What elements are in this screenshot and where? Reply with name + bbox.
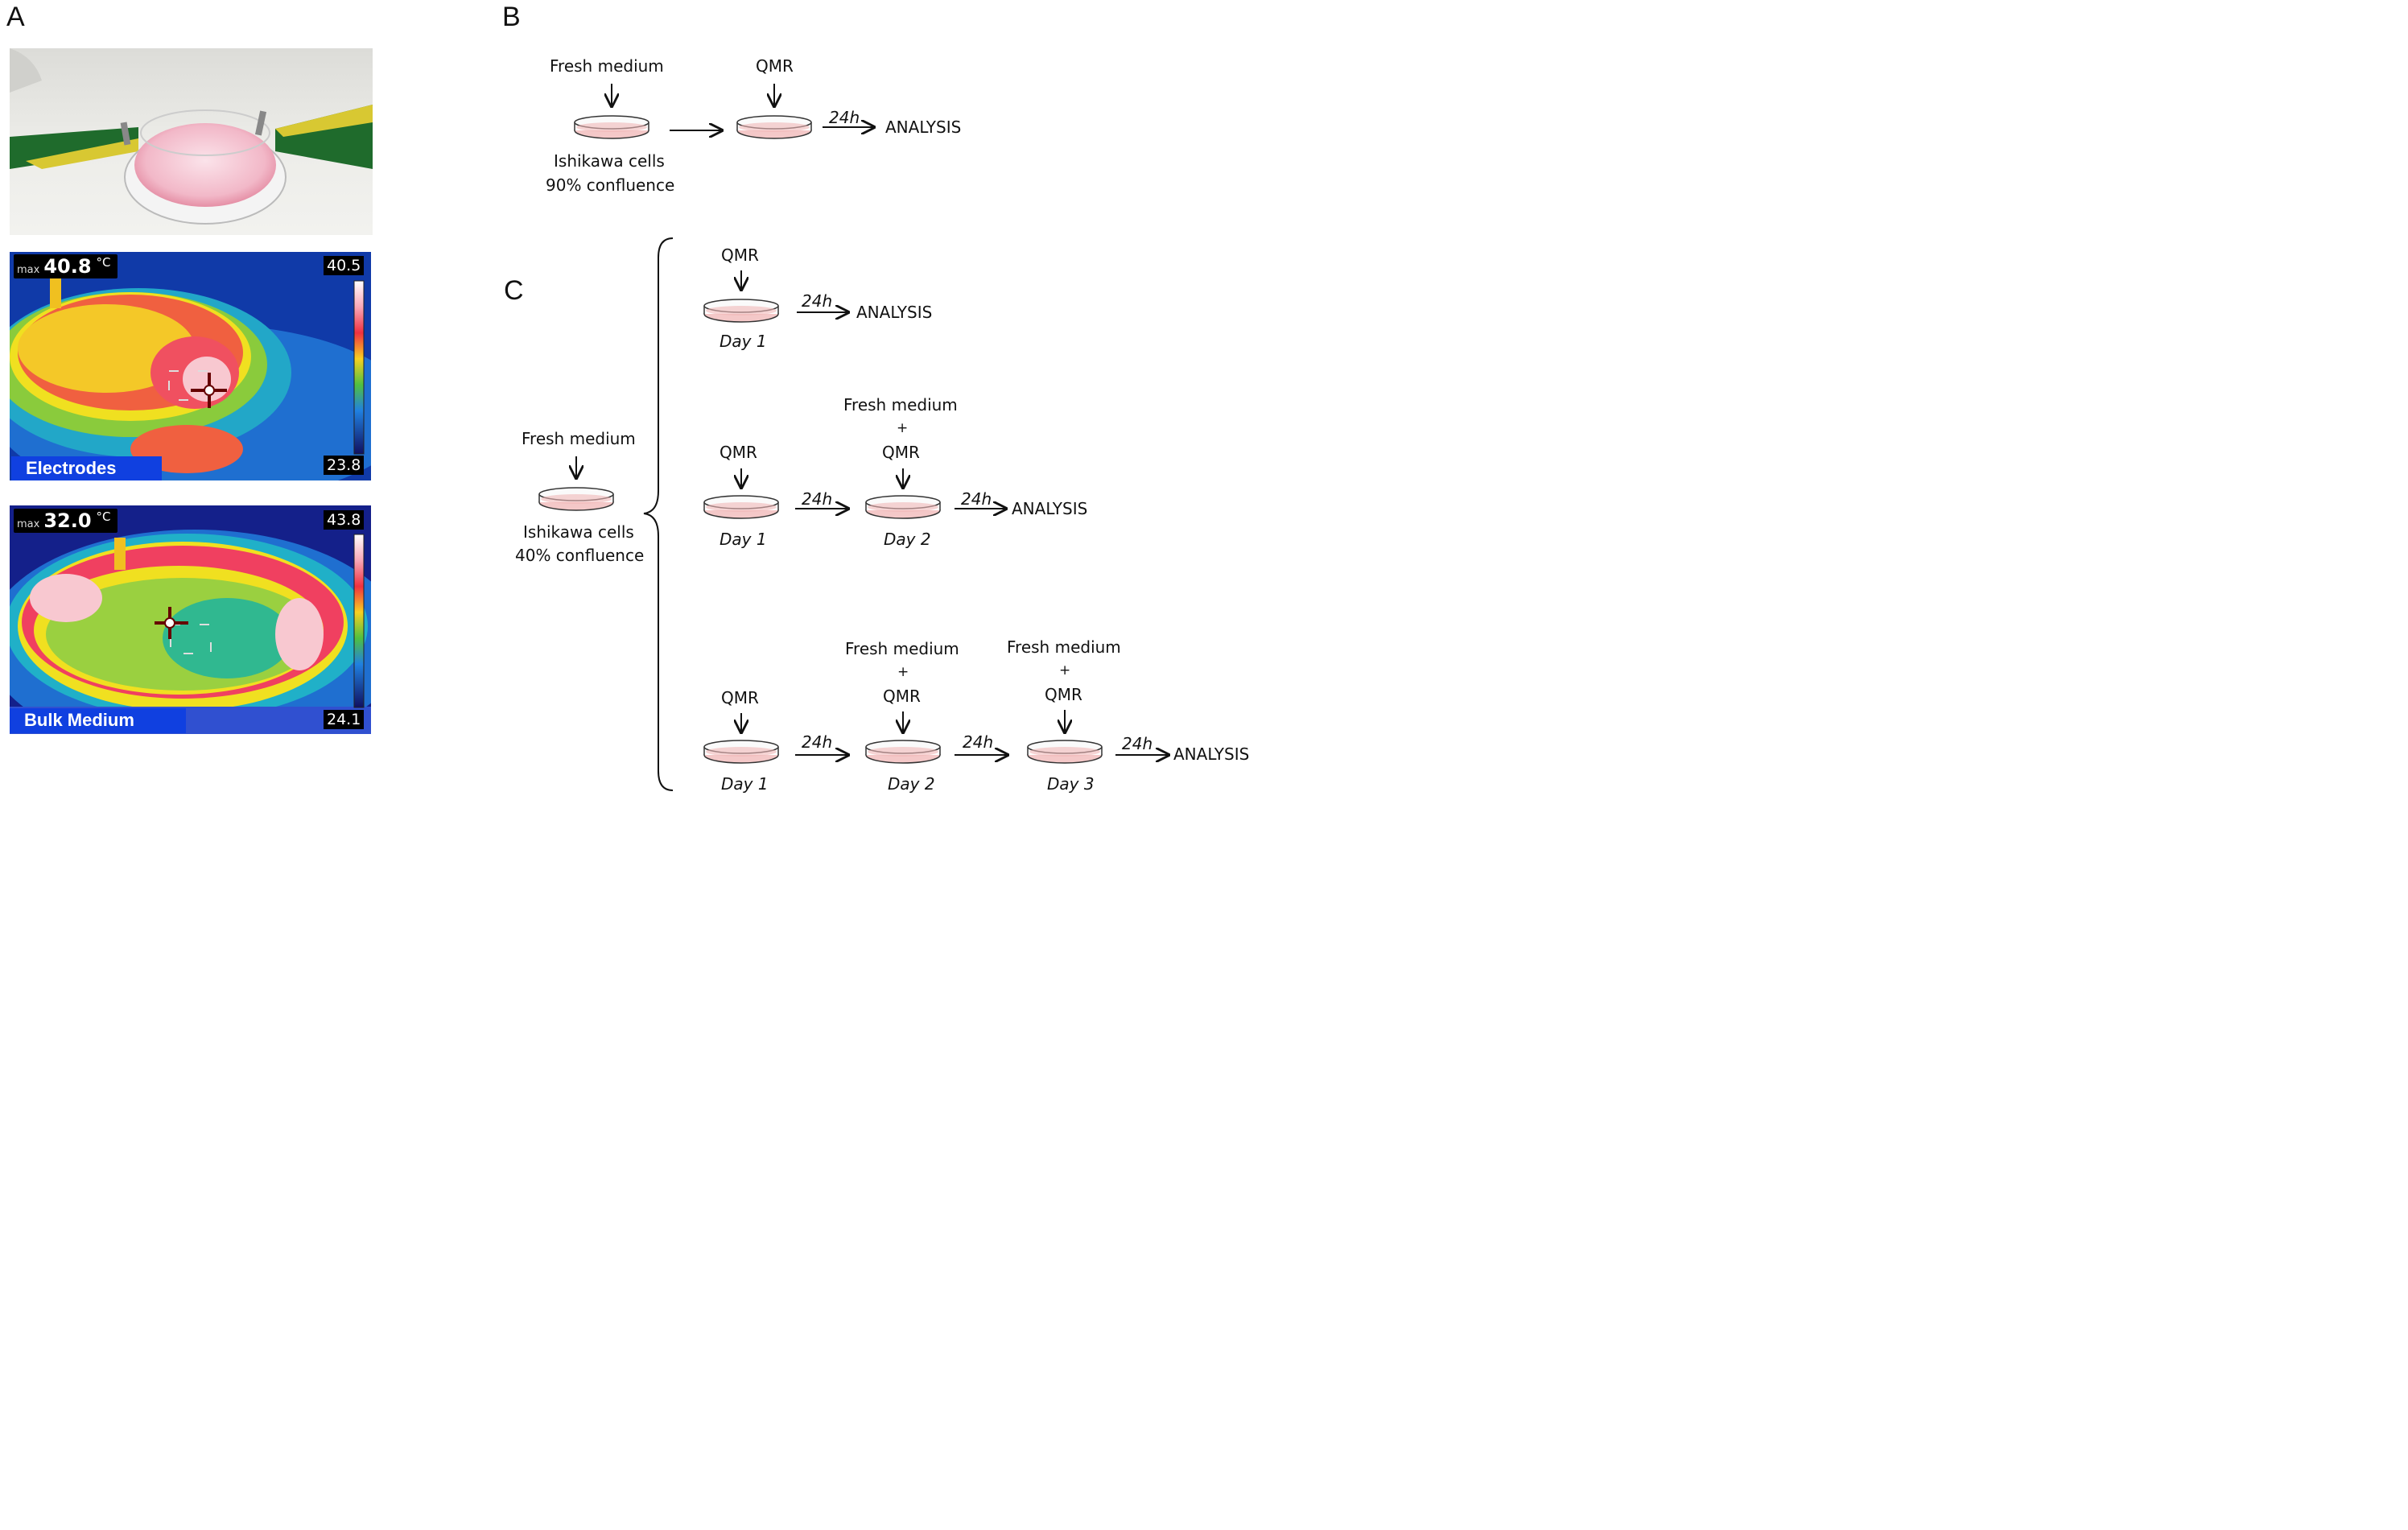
scale-high-value: 43.8 <box>324 510 365 530</box>
culture-dish <box>736 115 812 139</box>
b-cells-label: Ishikawa cells <box>554 151 665 171</box>
culture-dish <box>1027 740 1103 764</box>
scale-low-value: 24.1 <box>324 710 365 729</box>
c-row3-day3-label: Day 3 <box>1047 774 1095 794</box>
temperature-unit: °C <box>96 255 111 270</box>
culture-dish <box>865 495 941 519</box>
c-row2-qmr-day2-label: QMR <box>882 443 920 462</box>
c-row1-analysis-label: ANALYSIS <box>856 303 933 322</box>
b-analysis-label: ANALYSIS <box>885 118 962 137</box>
max-prefix: max <box>17 518 40 530</box>
c-row3-day1-label: Day 1 <box>721 774 769 794</box>
panel-label-b: B <box>502 2 521 32</box>
thermal-image-electrodes <box>10 252 371 480</box>
c-row3-fresh-medium-label: Fresh medium <box>1007 637 1121 657</box>
c-confluence-label: 40% confluence <box>515 546 645 565</box>
b-fresh-medium-label: Fresh medium <box>550 56 664 76</box>
c-row3-plus-label: + <box>1059 662 1071 678</box>
scale-high-value: 40.5 <box>324 256 365 275</box>
panel-label-a: A <box>6 2 25 32</box>
dish-photo-graphic <box>10 48 373 235</box>
culture-dish <box>703 495 779 519</box>
c-row3-24h-label: 24h <box>963 732 994 752</box>
c-row2-24h-label: 24h <box>802 489 833 509</box>
thermal-bulk-graphic <box>10 505 371 734</box>
b-confluence-label: 90% confluence <box>546 175 675 195</box>
c-row2-day1-label: Day 1 <box>720 530 767 549</box>
c-row2-analysis-label: ANALYSIS <box>1012 499 1088 518</box>
c-row2-day2-label: Day 2 <box>884 530 931 549</box>
grouping-brace <box>643 237 674 791</box>
thermal-image-bulk-medium <box>10 505 371 734</box>
c-row1-day1-label: Day 1 <box>720 332 767 351</box>
c-row1-qmr-label: QMR <box>721 245 759 265</box>
c-row3-day2-label: Day 2 <box>888 774 935 794</box>
c-fresh-medium-label: Fresh medium <box>522 429 636 448</box>
dish-photo <box>10 48 373 235</box>
max-value: 32.0 <box>43 509 92 532</box>
c-row3-qmr-day1-label: QMR <box>721 688 759 707</box>
c-row3-qmr-day2-label: QMR <box>883 687 921 706</box>
b-24h-label: 24h <box>829 108 860 127</box>
c-row2-24h-label: 24h <box>961 489 992 509</box>
culture-dish <box>538 487 614 511</box>
culture-dish <box>865 740 941 764</box>
max-value: 40.8 <box>43 255 92 278</box>
c-row3-analysis-label: ANALYSIS <box>1173 744 1250 764</box>
c-row3-24h-label: 24h <box>802 732 833 752</box>
scale-low-value: 23.8 <box>324 456 365 475</box>
c-row3-plus-label: + <box>897 664 909 680</box>
panel-label-c: C <box>504 275 524 306</box>
temperature-unit: °C <box>96 509 111 524</box>
thermal-electrodes-graphic <box>10 252 371 480</box>
b-qmr-label: QMR <box>756 56 794 76</box>
culture-dish <box>703 299 779 323</box>
culture-dish <box>703 740 779 764</box>
c-cells-label: Ishikawa cells <box>523 522 634 542</box>
c-row2-qmr-day1-label: QMR <box>720 443 757 462</box>
culture-dish <box>574 115 649 139</box>
c-row1-24h-label: 24h <box>802 291 833 311</box>
max-prefix: max <box>17 264 40 276</box>
c-row3-24h-label: 24h <box>1122 734 1153 753</box>
thermal-top-caption: Electrodes <box>11 456 162 480</box>
c-row2-fresh-medium-label: Fresh medium <box>843 395 958 414</box>
c-row2-plus-label: + <box>897 420 909 436</box>
c-row3-fresh-medium-label: Fresh medium <box>845 639 959 658</box>
c-row3-qmr-day3-label: QMR <box>1045 685 1082 704</box>
thermal-bottom-caption: Bulk Medium <box>10 708 186 733</box>
